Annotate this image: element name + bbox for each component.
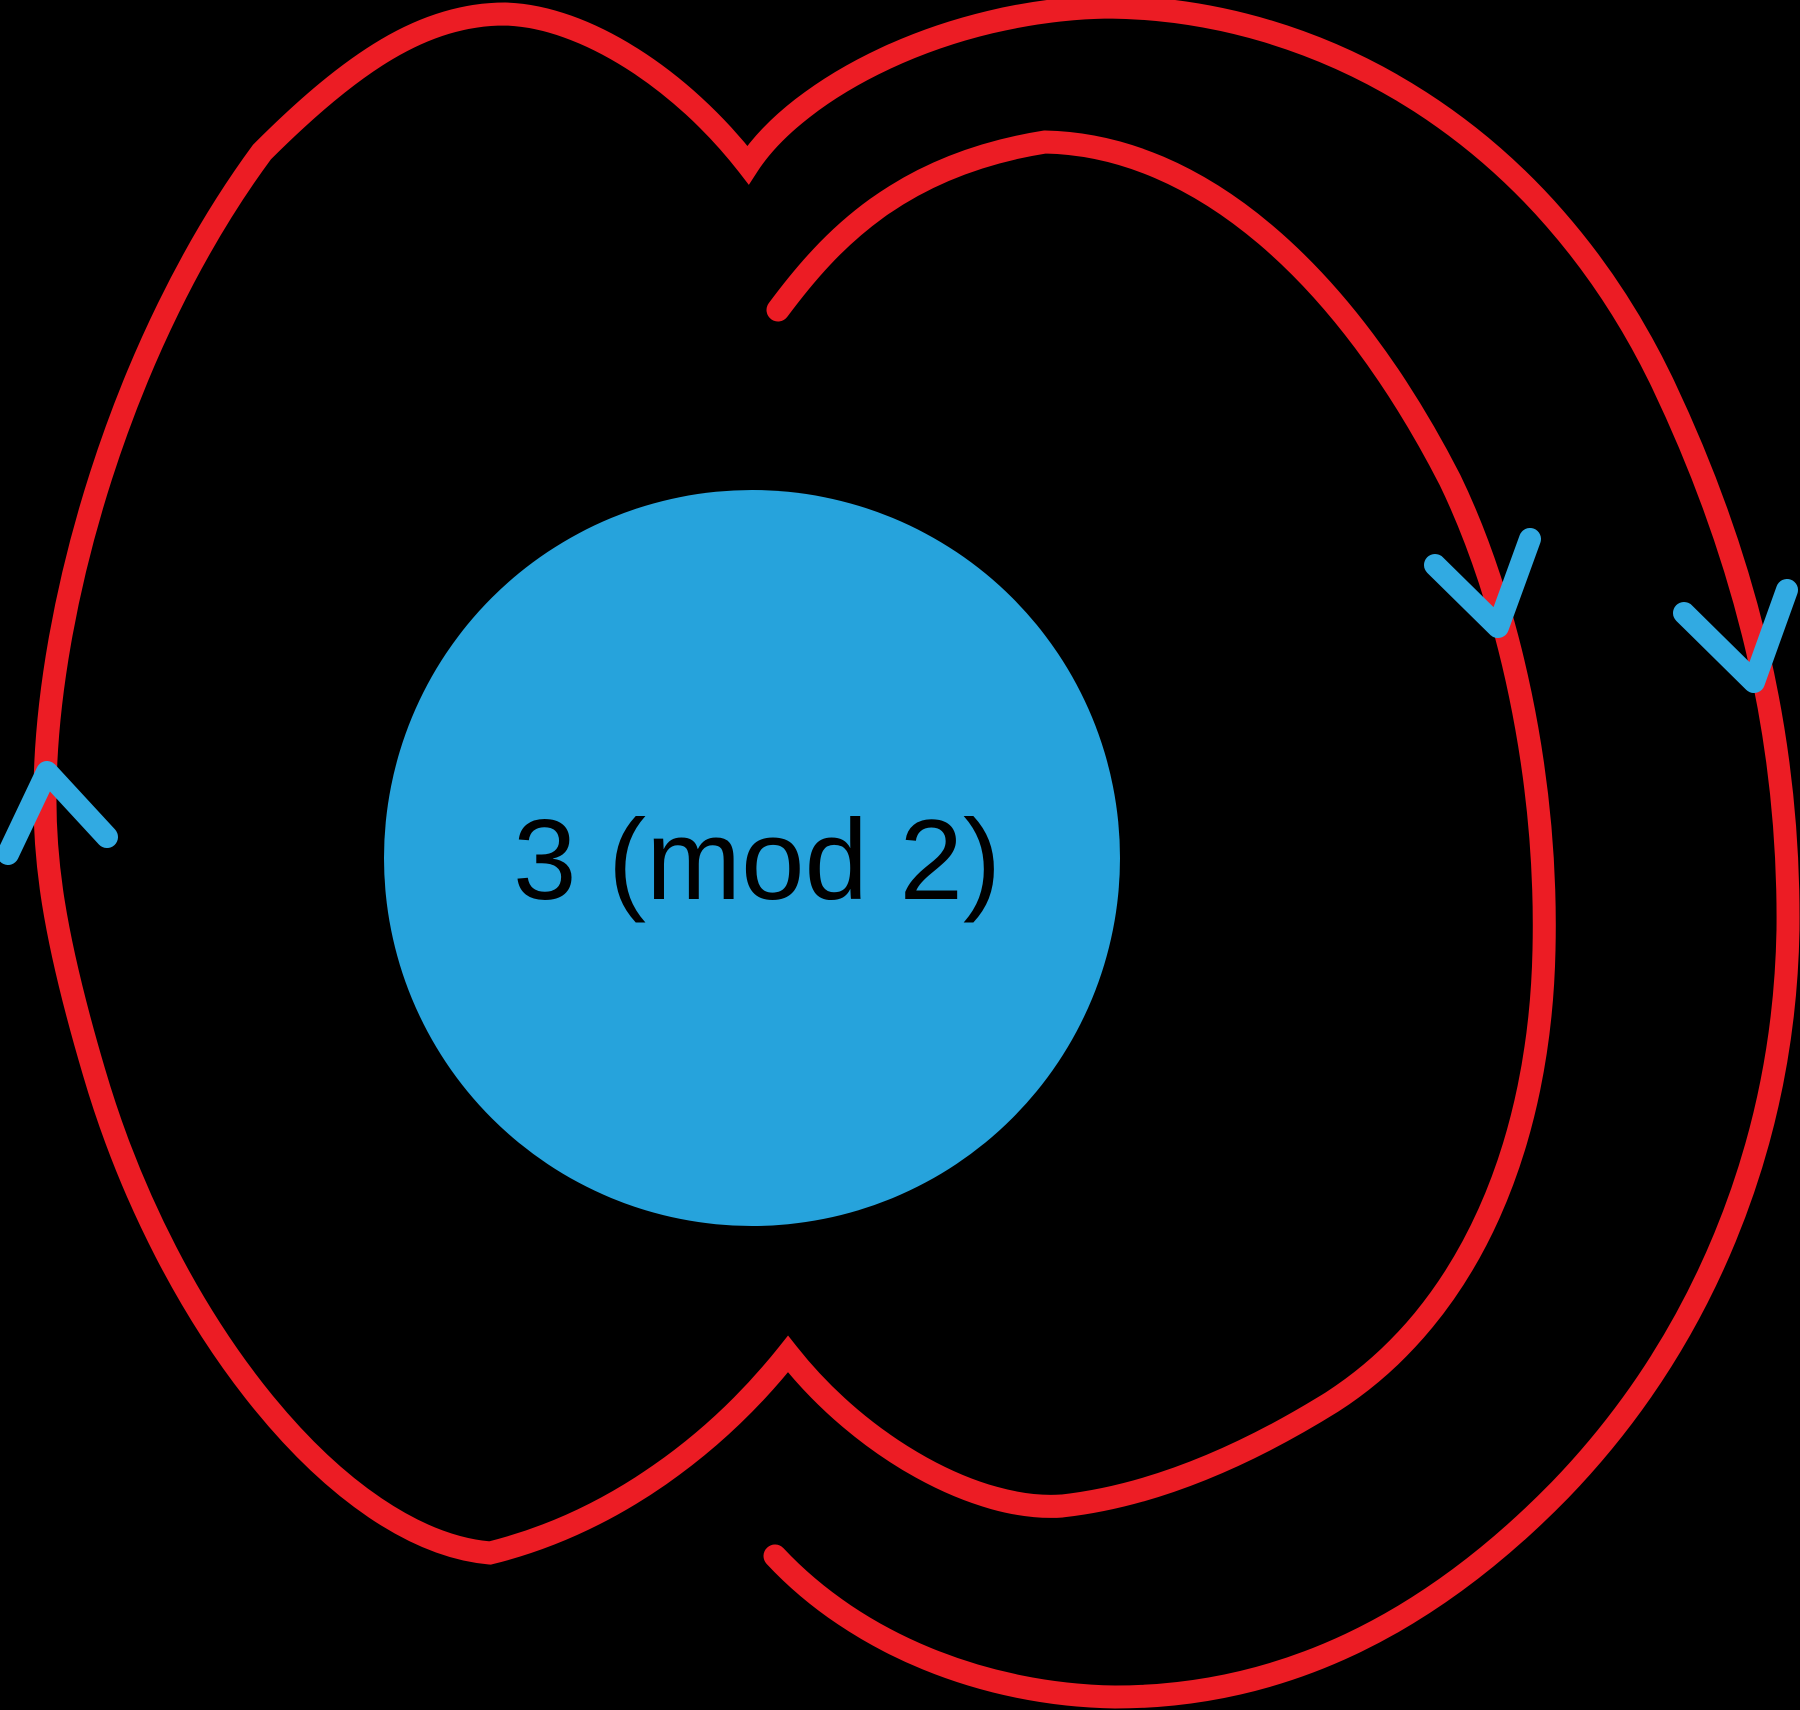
winding-number-label: 3 (mod 2)	[513, 797, 1001, 924]
left-up-arrow-icon	[0, 761, 118, 865]
modulus-disk	[384, 490, 1120, 1226]
winding-curve	[33, 0, 1800, 1709]
inner-right-down-arrow-icon	[1424, 528, 1541, 638]
outer-right-down-arrow-icon	[1673, 579, 1798, 693]
